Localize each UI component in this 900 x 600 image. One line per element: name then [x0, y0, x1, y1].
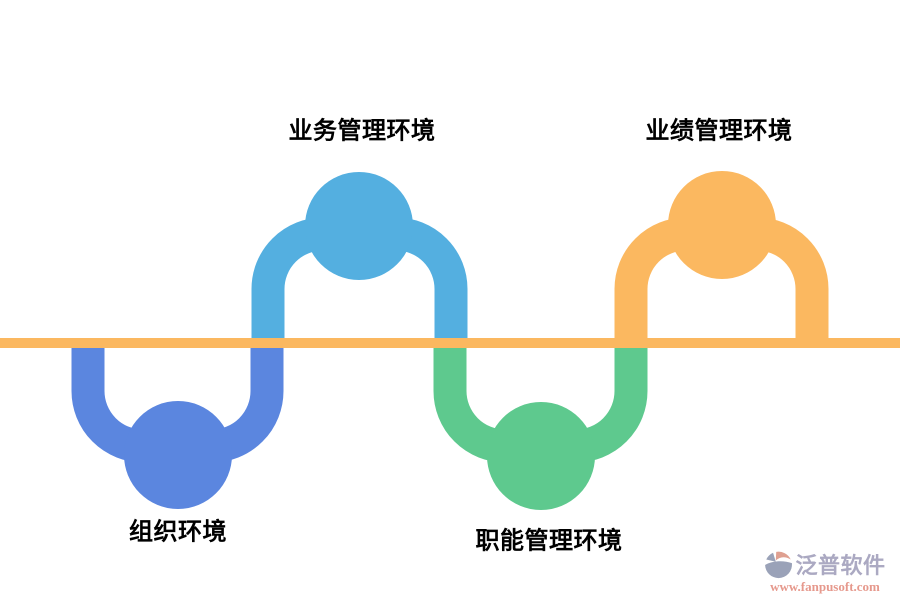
label-business: 业务管理环境: [288, 116, 436, 145]
baseline: [0, 338, 900, 348]
brand-name: 泛普软件: [795, 554, 886, 579]
circle-business: [305, 172, 413, 280]
brand-url: www.fanpusoft.com: [770, 579, 880, 594]
label-performance: 业绩管理环境: [645, 116, 793, 145]
fanpu-swirl-icon: [765, 551, 793, 578]
circle-organization: [124, 401, 232, 509]
label-functional: 职能管理环境: [475, 526, 623, 555]
circle-performance: [668, 171, 776, 279]
circle-functional: [487, 402, 595, 510]
brand-watermark: 泛普软件 www.fanpusoft.com: [755, 548, 895, 595]
brand-row: 泛普软件: [764, 548, 885, 580]
label-organization: 组织环境: [129, 517, 227, 546]
